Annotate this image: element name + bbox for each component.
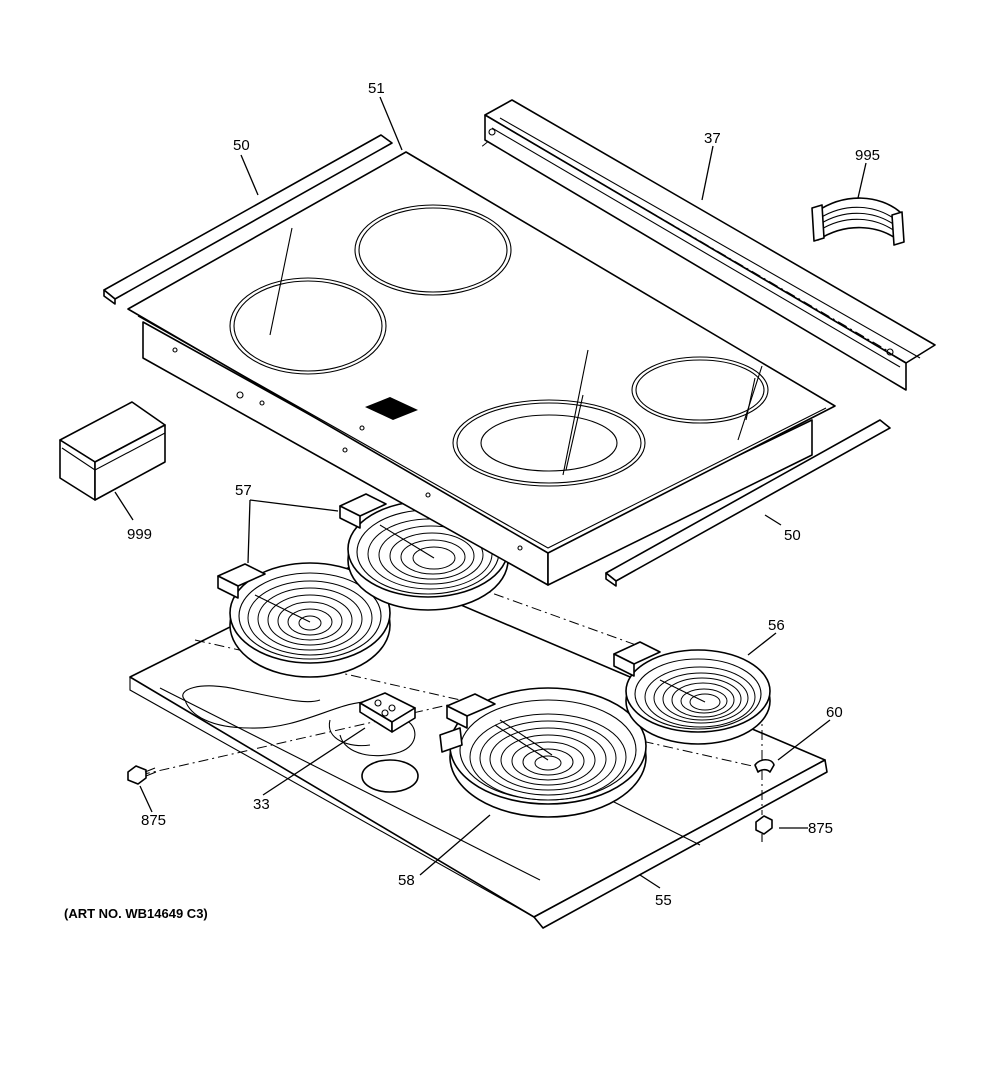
back-trim-part-37[interactable] [484,99,936,391]
screw-part-875-right[interactable] [755,815,773,842]
radiant-element-part-57-a[interactable] [217,562,391,678]
callout-58: 58 [398,872,415,889]
callout-999: 999 [127,526,153,543]
clip-part-60[interactable] [754,758,775,773]
radiant-element-part-58[interactable] [439,687,647,818]
callout-995: 995 [855,147,881,164]
terminal-block-part-33[interactable] [182,685,416,757]
side-trim-part-50-left[interactable] [103,134,393,305]
callout-50-right: 50 [784,527,801,544]
ribbon-harness-part-995[interactable] [811,197,905,246]
carton-part-999[interactable] [59,401,166,501]
callout-875-right: 875 [808,820,834,837]
art-number: (ART NO. WB14649 C3) [64,906,208,921]
control-panel-icon [365,397,418,420]
callout-50-left: 50 [233,137,250,154]
callout-57: 57 [235,482,252,499]
glass-cooktop-part-51[interactable] [127,151,836,586]
side-trim-part-50-right[interactable] [605,419,891,587]
callout-33: 33 [253,796,270,813]
callout-60: 60 [826,704,843,721]
leader-lines [114,96,867,889]
radiant-element-part-56[interactable] [613,641,771,745]
callout-55: 55 [655,892,672,909]
callout-56: 56 [768,617,785,634]
callout-37: 37 [704,130,721,147]
callout-875-left: 875 [141,812,167,829]
callout-51: 51 [368,80,385,97]
screw-part-875-left[interactable] [127,765,157,785]
box-opening-ring [361,759,419,793]
